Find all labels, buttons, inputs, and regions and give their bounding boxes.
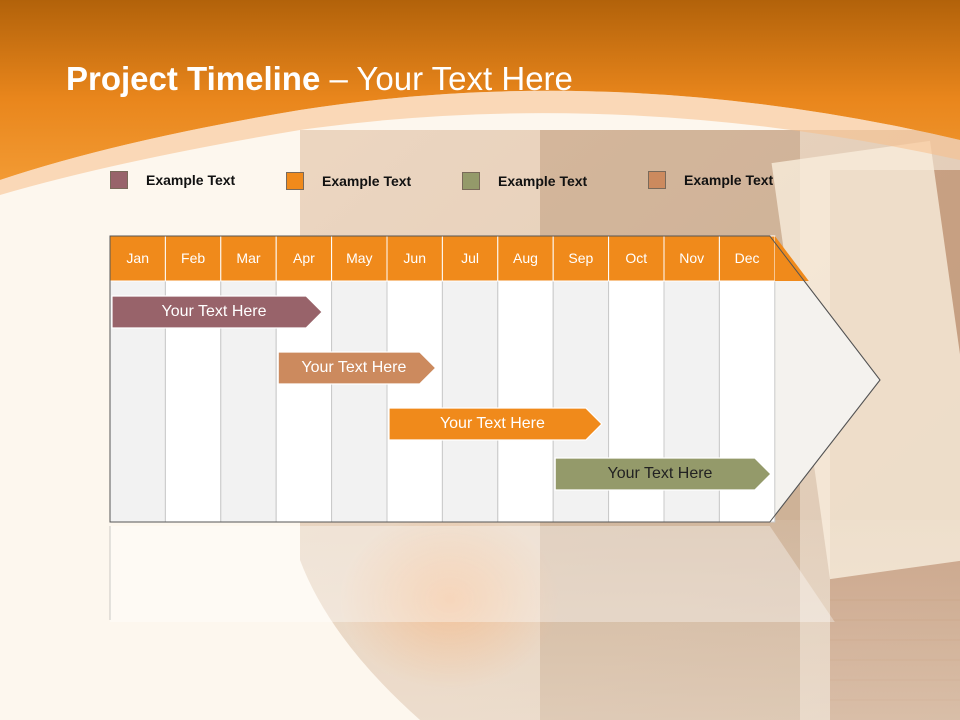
- month-label: Nov: [679, 250, 705, 266]
- task-label: Your Text Here: [301, 359, 407, 376]
- legend-label: Example Text: [684, 172, 774, 188]
- header-arrow-tip: [774, 236, 809, 281]
- month-label: Mar: [236, 250, 261, 266]
- task-bar: [277, 351, 437, 385]
- month-column: [386, 280, 443, 523]
- month-header-cell: [164, 235, 222, 282]
- timeline-outline: [109, 235, 881, 523]
- month-header-cell: [220, 235, 277, 282]
- slide-title: Project Timeline – Your Text Here: [66, 60, 573, 98]
- month-column: [497, 280, 554, 523]
- timeline-reflection: [110, 526, 835, 622]
- month-header-cell: [275, 235, 333, 282]
- month-header-cell: [331, 235, 388, 282]
- legend-swatch: [648, 171, 666, 189]
- legend-label: Example Text: [498, 173, 588, 189]
- month-label: Oct: [625, 250, 648, 266]
- month-header-cell: [441, 235, 499, 282]
- month-label: Aug: [513, 250, 538, 266]
- legend-label: Example Text: [146, 172, 236, 188]
- month-label: Jan: [126, 250, 149, 266]
- month-label: Apr: [292, 250, 315, 266]
- month-header-cell: [386, 235, 443, 282]
- month-header-cell: [663, 235, 720, 282]
- task-bar: [554, 457, 772, 491]
- title-rest: – Your Text Here: [320, 60, 573, 97]
- month-header-cell: [552, 235, 610, 282]
- month-header-cell: [608, 235, 665, 282]
- month-label: May: [346, 250, 373, 266]
- month-label: Dec: [734, 250, 760, 266]
- task-bar: [388, 407, 603, 441]
- legend-label: Example Text: [322, 173, 412, 189]
- month-label: Sep: [568, 250, 594, 266]
- month-label: Jun: [403, 250, 426, 266]
- legend-swatch: [462, 172, 480, 190]
- legend-swatch: [110, 171, 128, 189]
- title-banner: [0, 0, 960, 180]
- task-label: Your Text Here: [607, 465, 713, 482]
- task-bar: [111, 295, 323, 329]
- month-column: [441, 280, 499, 523]
- task-label: Your Text Here: [439, 415, 545, 432]
- month-label: Feb: [181, 250, 206, 266]
- month-header-cell: [497, 235, 554, 282]
- legend-swatch: [286, 172, 304, 190]
- task-label: Your Text Here: [161, 303, 267, 320]
- title-bold: Project Timeline: [66, 60, 321, 97]
- month-column: [331, 280, 388, 523]
- month-label: Jul: [461, 250, 480, 266]
